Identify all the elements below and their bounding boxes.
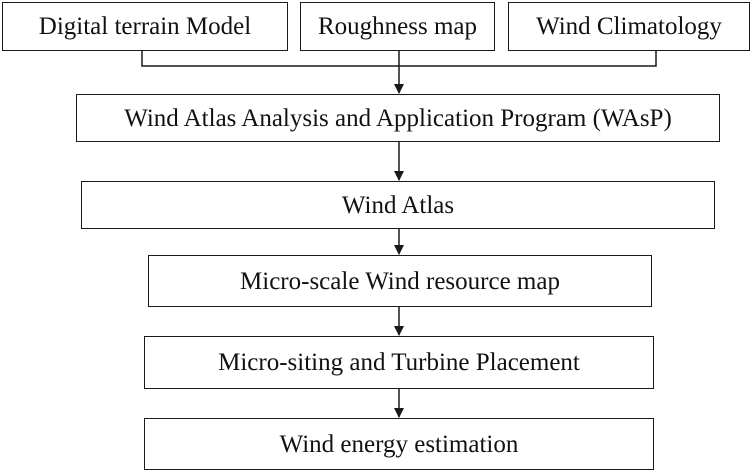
node-wind-atlas: Wind Atlas: [81, 181, 715, 229]
node-wind-energy-estimation: Wind energy estimation: [144, 418, 654, 470]
node-microscale-resource-map: Micro-scale Wind resource map: [148, 255, 652, 307]
node-digital-terrain-model: Digital terrain Model: [2, 2, 288, 51]
node-label: Digital terrain Model: [38, 13, 252, 40]
node-label: Micro-siting and Turbine Placement: [218, 349, 580, 376]
node-roughness-map: Roughness map: [300, 2, 495, 51]
node-label: Wind energy estimation: [279, 430, 519, 458]
node-label: Roughness map: [317, 13, 478, 40]
node-label: Wind Climatology: [536, 13, 722, 40]
node-wasp-program: Wind Atlas Analysis and Application Prog…: [76, 94, 720, 142]
node-wind-climatology: Wind Climatology: [508, 2, 750, 51]
edge-climatology-to-wasp: [399, 51, 657, 67]
node-label: Micro-scale Wind resource map: [240, 267, 560, 295]
node-label: Wind Atlas: [341, 191, 455, 219]
node-label: Wind Atlas Analysis and Application Prog…: [124, 104, 672, 132]
edge-dtm-to-wasp: [141, 51, 399, 67]
node-micro-siting: Micro-siting and Turbine Placement: [144, 336, 654, 389]
